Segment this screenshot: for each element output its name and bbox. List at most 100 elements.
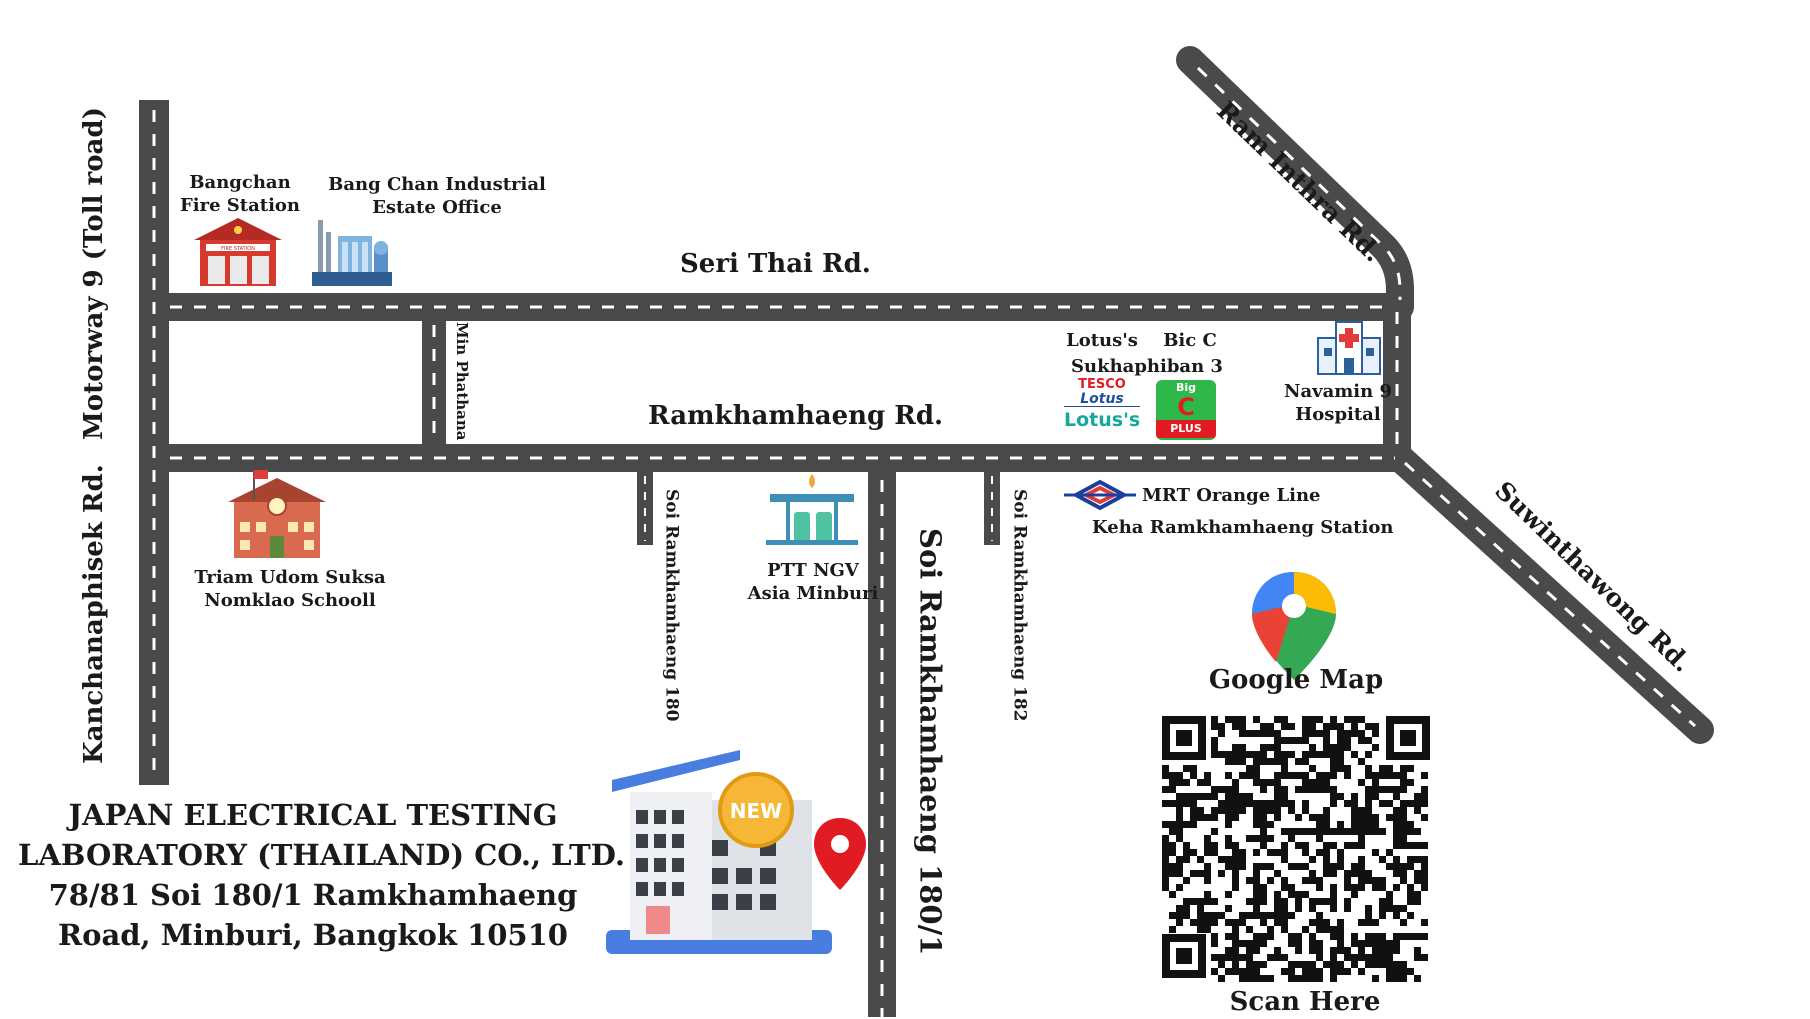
- qr-module: [1309, 933, 1316, 940]
- qr-module: [1218, 975, 1225, 982]
- qr-module: [1225, 814, 1232, 821]
- qr-module: [1260, 891, 1267, 898]
- qr-module: [1288, 835, 1295, 842]
- qr-module: [1379, 800, 1386, 807]
- qr-module: [1421, 884, 1428, 891]
- qr-module: [1414, 870, 1421, 877]
- qr-module: [1400, 765, 1407, 772]
- qr-module: [1309, 898, 1316, 905]
- qr-module: [1295, 891, 1302, 898]
- qr-module: [1218, 751, 1225, 758]
- qr-module: [1239, 751, 1246, 758]
- qr-module: [1281, 765, 1288, 772]
- qr-module: [1379, 786, 1386, 793]
- qr-module: [1365, 723, 1372, 730]
- qr-module: [1386, 786, 1393, 793]
- qr-module: [1211, 849, 1218, 856]
- qr-module: [1393, 912, 1400, 919]
- qr-module: [1204, 926, 1211, 933]
- qr-module: [1337, 947, 1344, 954]
- qr-module: [1232, 856, 1239, 863]
- qr-module: [1169, 891, 1176, 898]
- qr-module: [1288, 828, 1295, 835]
- qr-module: [1225, 856, 1232, 863]
- qr-module: [1183, 779, 1190, 786]
- qr-module: [1190, 793, 1197, 800]
- qr-module: [1246, 954, 1253, 961]
- qr-module: [1302, 772, 1309, 779]
- qr-module: [1316, 828, 1323, 835]
- lotus-label: Lotus's: [1066, 330, 1138, 351]
- qr-module: [1386, 849, 1393, 856]
- qr-module: [1281, 849, 1288, 856]
- qr-module: [1309, 765, 1316, 772]
- qr-module: [1379, 940, 1386, 947]
- qr-module: [1344, 737, 1351, 744]
- hospital-line2: Hospital: [1295, 403, 1381, 425]
- qr-module: [1239, 954, 1246, 961]
- qr-module: [1232, 779, 1239, 786]
- qr-module: [1351, 961, 1358, 968]
- qr-module: [1351, 884, 1358, 891]
- qr-module: [1288, 884, 1295, 891]
- qr-module: [1393, 821, 1400, 828]
- qr-module: [1351, 821, 1358, 828]
- qr-module: [1379, 905, 1386, 912]
- qr-module: [1372, 954, 1379, 961]
- qr-module: [1211, 786, 1218, 793]
- qr-module: [1400, 905, 1407, 912]
- qr-module: [1330, 863, 1337, 870]
- qr-module: [1365, 940, 1372, 947]
- qr-module: [1211, 744, 1218, 751]
- bigc-logo-mid: C: [1177, 393, 1195, 421]
- qr-module: [1253, 807, 1260, 814]
- qr-module: [1281, 758, 1288, 765]
- qr-module: [1204, 842, 1211, 849]
- qr-module: [1309, 814, 1316, 821]
- bigc-logo-top: Big: [1175, 381, 1197, 394]
- qr-module: [1365, 870, 1372, 877]
- qr-module: [1351, 730, 1358, 737]
- qr-module: [1372, 828, 1379, 835]
- qr-module: [1253, 835, 1260, 842]
- qr-module: [1288, 912, 1295, 919]
- qr-module: [1190, 919, 1197, 926]
- mrt-line1: MRT Orange Line: [1142, 485, 1321, 506]
- qr-module: [1337, 863, 1344, 870]
- qr-module: [1183, 877, 1190, 884]
- qr-module: [1365, 919, 1372, 926]
- motorway-9-label: Motorway 9 (Toll road): [79, 107, 109, 440]
- qr-module: [1232, 793, 1239, 800]
- google-map-label: Google Map: [1208, 665, 1384, 695]
- qr-module: [1162, 849, 1169, 856]
- qr-module: [1246, 940, 1253, 947]
- qr-module: [1197, 870, 1204, 877]
- qr-module: [1204, 877, 1211, 884]
- qr-module: [1316, 814, 1323, 821]
- qr-module: [1169, 912, 1176, 919]
- qr-module: [1183, 898, 1190, 905]
- qr-module: [1358, 884, 1365, 891]
- qr-module: [1309, 961, 1316, 968]
- qr-module: [1337, 758, 1344, 765]
- qr-module: [1246, 835, 1253, 842]
- qr-module: [1225, 891, 1232, 898]
- qr-module: [1176, 800, 1183, 807]
- qr-module: [1246, 961, 1253, 968]
- qr-module: [1351, 716, 1358, 723]
- qr-module: [1274, 730, 1281, 737]
- qr-module: [1190, 849, 1197, 856]
- qr-module: [1204, 835, 1211, 842]
- qr-module: [1365, 800, 1372, 807]
- qr-module: [1274, 758, 1281, 765]
- qr-module: [1316, 730, 1323, 737]
- qr-module: [1414, 954, 1421, 961]
- qr-module: [1246, 793, 1253, 800]
- qr-module: [1169, 772, 1176, 779]
- qr-module: [1330, 968, 1337, 975]
- qr-module: [1288, 968, 1295, 975]
- qr-module: [1197, 912, 1204, 919]
- qr-module: [1295, 737, 1302, 744]
- qr-module: [1211, 751, 1218, 758]
- qr-module: [1176, 821, 1183, 828]
